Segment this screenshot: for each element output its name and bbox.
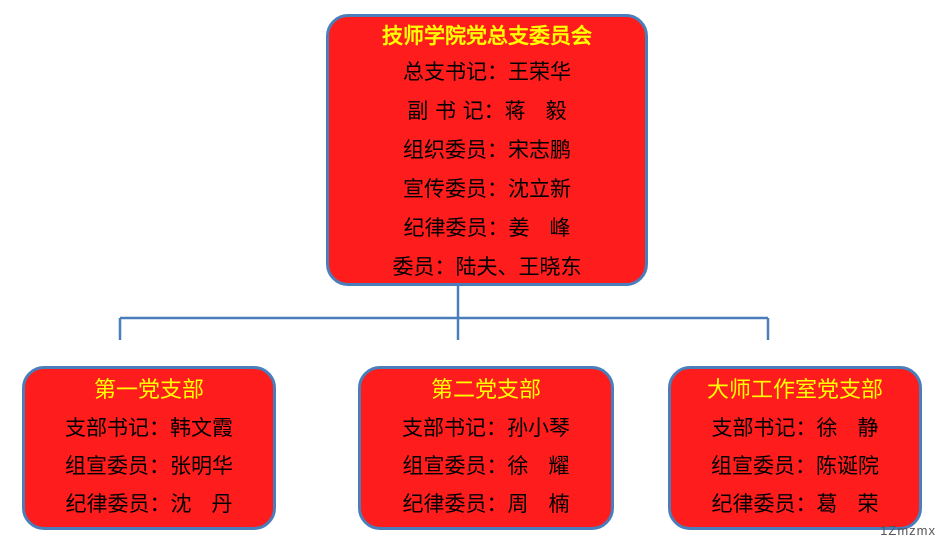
branch-3-member-2: 组宣委员：陈诞院 xyxy=(711,454,879,478)
branch-3-member-3: 纪律委员：葛 荣 xyxy=(711,492,879,516)
root-member-6: 委员：陆夫、王晓东 xyxy=(392,255,582,279)
branch-1-member-3: 纪律委员：沈 丹 xyxy=(65,492,233,516)
branch-3-member-1: 支部书记：徐 静 xyxy=(711,416,879,440)
root-committee-box: 技师学院党总支委员会 总支书记：王荣华 副 书 记：蒋 毅 组织委员：宋志鹏 宣… xyxy=(326,14,648,286)
watermark: 1Zmzmx xyxy=(880,523,936,538)
branch-box-2: 第二党支部 支部书记：孙小琴 组宣委员：徐 耀 纪律委员：周 楠 xyxy=(358,366,614,530)
branch-2-member-1: 支部书记：孙小琴 xyxy=(402,416,570,440)
root-title: 技师学院党总支委员会 xyxy=(382,24,592,48)
root-member-5: 纪律委员：姜 峰 xyxy=(403,216,571,240)
root-member-1: 总支书记：王荣华 xyxy=(403,60,571,84)
branch-1-title: 第一党支部 xyxy=(93,378,204,403)
branch-box-1: 第一党支部 支部书记：韩文霞 组宣委员：张明华 纪律委员：沈 丹 xyxy=(22,366,276,530)
branch-1-member-2: 组宣委员：张明华 xyxy=(65,454,233,478)
branch-1-member-1: 支部书记：韩文霞 xyxy=(65,416,233,440)
root-member-4: 宣传委员：沈立新 xyxy=(403,177,571,201)
branch-2-title: 第二党支部 xyxy=(430,378,541,403)
root-member-2: 副 书 记：蒋 毅 xyxy=(407,99,567,123)
root-member-3: 组织委员：宋志鹏 xyxy=(403,138,571,162)
branch-2-member-3: 纪律委员：周 楠 xyxy=(402,492,570,516)
branch-2-member-2: 组宣委员：徐 耀 xyxy=(402,454,570,478)
branch-box-3: 大师工作室党支部 支部书记：徐 静 组宣委员：陈诞院 纪律委员：葛 荣 xyxy=(668,366,922,530)
branch-3-title: 大师工作室党支部 xyxy=(706,378,883,403)
